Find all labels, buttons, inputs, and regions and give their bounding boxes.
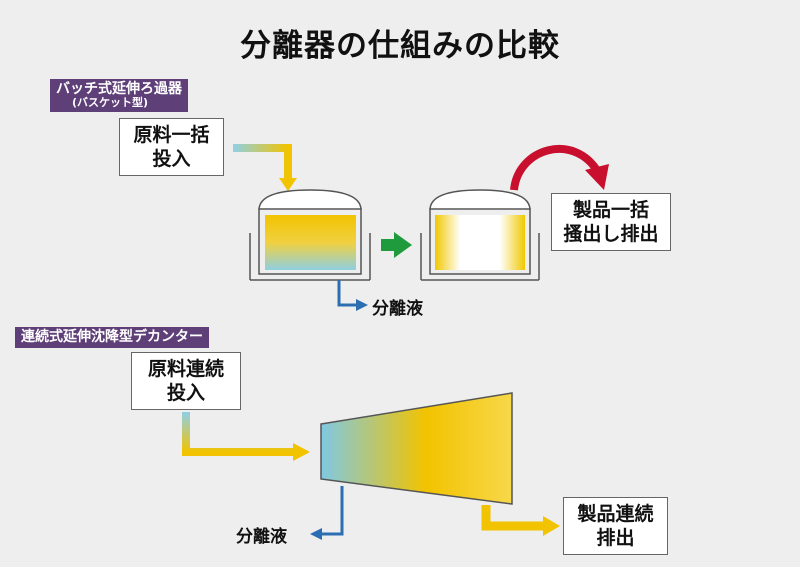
batch-section-tag: バッチ式延伸ろ過器 (バスケット型)	[50, 79, 188, 112]
batch-separated-arrow	[337, 280, 368, 311]
batch-input-box: 原料一括 投入	[119, 118, 224, 176]
batch-discharge-arrow	[510, 144, 609, 191]
batch-input-line1: 原料一括	[133, 124, 210, 146]
continuous-output-box: 製品連続 排出	[563, 497, 668, 555]
batch-tag-label: バッチ式延伸ろ過器	[56, 81, 182, 97]
continuous-section-tag: 連続式延伸沈降型デカンター	[15, 327, 209, 348]
transfer-arrow	[381, 232, 412, 258]
continuous-tag-label: 連続式延伸沈降型デカンター	[21, 329, 203, 345]
batch-output-box: 製品一括 搔出し排出	[551, 193, 671, 251]
continuous-product-arrow	[481, 505, 560, 536]
page-title: 分離器の仕組みの比較	[240, 28, 560, 64]
continuous-feed-arrow	[182, 412, 310, 461]
continuous-input-box: 原料連続 投入	[131, 352, 241, 410]
batch-output-line2: 搔出し排出	[563, 223, 659, 245]
batch-tank-emptied	[420, 189, 540, 281]
continuous-input-line2: 投入	[166, 382, 205, 404]
continuous-output-line2: 排出	[596, 527, 635, 549]
batch-feed-arrow	[233, 144, 297, 191]
continuous-separated-arrow	[310, 486, 344, 540]
batch-tag-sublabel: (バスケット型)	[72, 96, 149, 109]
batch-tank-filled	[249, 189, 371, 281]
continuous-separated-label: 分離液	[236, 527, 287, 547]
continuous-output-line1: 製品連続	[577, 503, 654, 525]
decanter-body	[320, 392, 513, 505]
batch-input-line2: 投入	[152, 148, 191, 170]
continuous-input-line1: 原料連続	[147, 358, 224, 380]
batch-separated-label: 分離液	[372, 299, 423, 319]
batch-output-line1: 製品一括	[572, 199, 649, 221]
